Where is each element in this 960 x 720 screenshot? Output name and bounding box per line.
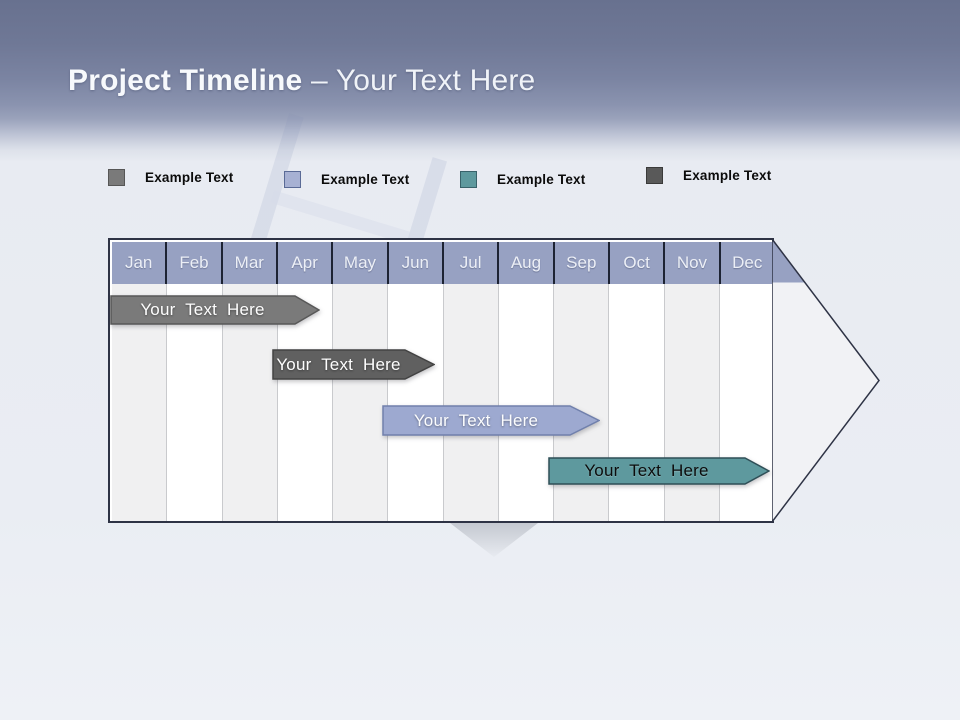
grid-column <box>333 284 389 521</box>
month-header-row: Jan Feb Mar Apr May Jun Jul Aug Sep Oct … <box>112 242 774 284</box>
page-title[interactable]: Project Timeline – Your Text Here <box>68 62 535 100</box>
legend-label: Example Text <box>321 172 410 187</box>
grid-column <box>719 284 774 521</box>
bar-arrow-shape <box>548 457 770 485</box>
legend-swatch-darkgray <box>646 167 663 184</box>
timeline-arrowhead <box>772 238 880 523</box>
bar-arrow-shape <box>272 349 435 380</box>
bar-label: Your Text Here <box>584 461 709 480</box>
grid-column <box>664 284 720 521</box>
legend-swatch-teal <box>460 171 477 188</box>
month-cell-may[interactable]: May <box>333 242 389 284</box>
month-cell-apr[interactable]: Apr <box>277 242 334 284</box>
bar-label: Your Text Here <box>276 354 401 374</box>
month-cell-aug[interactable]: Aug <box>499 242 555 284</box>
grid-column <box>498 284 554 521</box>
page-title-bold: Project Timeline <box>68 64 303 97</box>
legend-item-1[interactable]: Example Text <box>108 169 233 186</box>
month-cell-nov[interactable]: Nov <box>665 242 721 284</box>
bar-arrow-shape <box>110 295 320 325</box>
grid-column <box>554 284 610 521</box>
month-cell-oct[interactable]: Oct <box>609 242 666 284</box>
timeline-bar-4[interactable]: Your Text Here <box>548 457 770 485</box>
month-cell-jul[interactable]: Jul <box>443 242 500 284</box>
month-cell-feb[interactable]: Feb <box>167 242 223 284</box>
timeline-bar-3[interactable]: Your Text Here <box>382 405 600 436</box>
month-cell-mar[interactable]: Mar <box>222 242 278 284</box>
legend-swatch-periwinkle <box>284 171 301 188</box>
month-cell-sep[interactable]: Sep <box>554 242 610 284</box>
timeline-bar-1[interactable]: Your Text Here <box>110 295 320 325</box>
legend-item-4[interactable]: Example Text <box>646 167 771 184</box>
legend-swatch-gray <box>108 169 125 186</box>
month-cell-jun[interactable]: Jun <box>388 242 444 284</box>
legend-item-2[interactable]: Example Text <box>284 171 409 188</box>
legend-label: Example Text <box>683 168 772 183</box>
grid-column <box>443 284 499 521</box>
timeline-bar-2[interactable]: Your Text Here <box>272 349 435 380</box>
month-cell-jan[interactable]: Jan <box>112 242 168 284</box>
month-cell-dec[interactable]: Dec <box>720 242 774 284</box>
bar-label: Your Text Here <box>140 300 265 319</box>
bar-label: Your Text Here <box>413 410 539 430</box>
grid-column <box>388 284 444 521</box>
legend-item-3[interactable]: Example Text <box>460 171 585 188</box>
grid-column <box>609 284 665 521</box>
page-title-light: – Your Text Here <box>310 64 536 97</box>
timeline-chart: Jan Feb Mar Apr May Jun Jul Aug Sep Oct … <box>108 238 880 523</box>
bar-arrow-shape <box>382 405 600 436</box>
legend-label: Example Text <box>497 172 586 187</box>
legend-label: Example Text <box>145 170 234 185</box>
watermark-reflection-triangle <box>450 523 538 557</box>
